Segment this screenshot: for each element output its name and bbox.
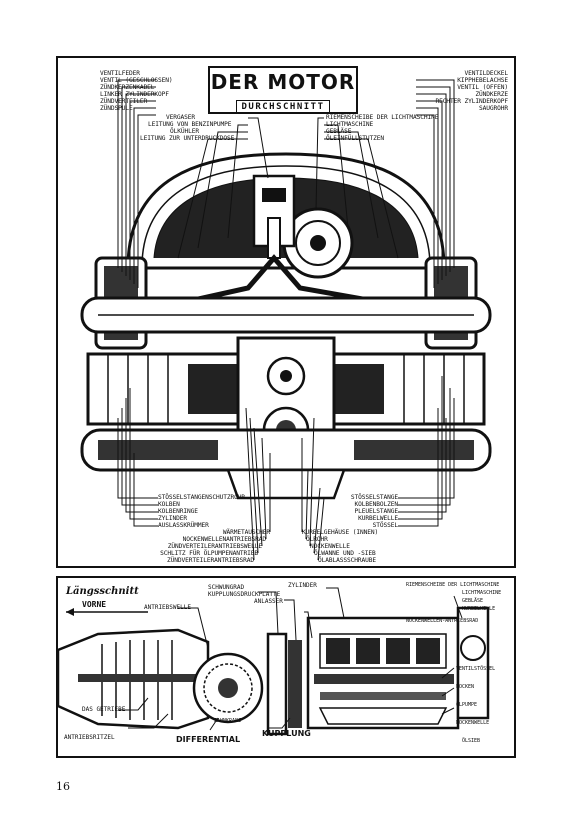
label-zuendkerze: ZÜNDKERZE (475, 91, 508, 98)
label-lichtmaschine: LICHTMASCHINE (326, 121, 374, 128)
label-anlasser: ANLASSER (254, 598, 283, 605)
label-zuendspule: ZÜNDSPULE (100, 105, 133, 112)
label-stoessel: STÖSSEL (372, 522, 398, 529)
label-kolbenbolzen: KOLBENBOLZEN (354, 501, 398, 508)
label-kurbelwelle-long: KURBELWELLE (462, 606, 496, 612)
label-geblaese: GEBLÄSE (326, 128, 352, 135)
label-linker-zylinderkopf: LINKER ZYLINDERKOPF (100, 91, 169, 98)
label-stoesselstangenschutzrohr: STÖSSELSTANGENSCHUTZROHR (158, 494, 246, 501)
label-nockenwellenantriebsrad-long: NOCKENWELLEN-ANTRIEBSRAD (406, 618, 479, 624)
label-saugrohr: SAUGROHR (478, 105, 508, 112)
label-zylinder: ZYLINDER (158, 515, 188, 522)
label-oeleinfuellstutzen: ÖLEINFÜLLSTUTZEN (326, 135, 385, 142)
section-subtitle: VORNE (82, 600, 107, 609)
page-number: 16 (56, 780, 70, 793)
label-kupplungsdruckplatte: KUPPLUNGSDRUCKPLATTE (208, 591, 281, 598)
label-geblaese-long: GEBLÄSE (462, 598, 484, 604)
label-stoesselstange: STÖSSELSTANGE (350, 494, 398, 501)
label-riemenscheibe-long: RIEMENSCHEIBE DER LICHTMASCHINE (406, 582, 500, 588)
diagram-subtitle: DURCHSCHNITT (236, 100, 330, 114)
label-nockenwellenantriebsrad: NOCKENWELLENANTRIEBSRAD (182, 536, 266, 543)
label-zuendverteilerantriebsrad: ZÜNDVERTEILERANTRIEBSRAD (166, 557, 254, 564)
label-kipphebelachse: KIPPHEBELACHSE (457, 77, 508, 84)
label-nockenwelle: NOCKENWELLE (310, 543, 350, 550)
label-ventilstoessel: VENTILSTÖSSEL (456, 666, 496, 672)
label-antriebsritzel: ANTRIEBSRITZEL (64, 734, 115, 741)
label-ventilfeder: VENTILFEDER (100, 70, 140, 77)
label-riemenscheibe-lichtmaschine: RIEMENSCHEIBE DER LICHTMASCHINE (326, 114, 439, 121)
label-kurbelwelle: KURBELWELLE (358, 515, 398, 522)
label-kolben: KOLBEN (158, 501, 180, 508)
label-rechter-zylinderkopf: RECHTER ZYLINDERKOPF (435, 98, 508, 105)
label-nockenwelle-long: NOCKENWELLE (456, 720, 490, 726)
label-kolbenringe: KOLBENRINGE (158, 508, 198, 515)
label-oelpumpe: ÖLPUMPE (456, 702, 478, 708)
label-auslasskruemmer: AUSLASSKRÜMMER (158, 522, 209, 529)
label-oelkuehler: ÖLKÜHLER (170, 128, 200, 135)
label-ventil-offen: VENTIL (OFFEN) (457, 84, 508, 91)
label-oelsieb: ÖLSIEB (462, 738, 481, 744)
label-leitung-zur-unterdruckdose: LEITUNG ZUR UNTERDRUCKDOSE (140, 135, 235, 142)
engine-cross-section-diagram: DER MOTOR DURCHSCHNITT VENTILFEDER VENTI… (56, 56, 516, 568)
label-schlitz-oelpumpenantrieb: SCHLITZ FÜR ÖLPUMPENANTRIEB (160, 550, 258, 557)
diagram-title-box: DER MOTOR DURCHSCHNITT (208, 66, 358, 114)
label-oelrohr: ÖLROHR (306, 536, 328, 543)
label-kupplung: KUPPLUNG (262, 729, 311, 738)
label-vergaser: VERGASER (166, 114, 196, 121)
label-oelablassschraube: ÖLABLASSSCHRAUBE (318, 557, 377, 564)
label-ventildeckel: VENTILDECKEL (464, 70, 508, 77)
label-lichtmaschine-long: LICHTMASCHINE (462, 590, 502, 596)
label-waermetauscher: WÄRMETAUSCHER (222, 529, 270, 536)
label-zuendverteilerantriebswelle: ZÜNDVERTEILERANTRIEBSWELLE (167, 543, 262, 550)
section-title: Längsschnitt (66, 586, 139, 597)
diagram-title: DER MOTOR (210, 70, 356, 94)
label-das-getriebe: DAS GETRIEBE (82, 706, 126, 713)
label-zuendkerzenkabel: ZÜNDKERZENKABEL (100, 84, 155, 91)
label-zylinder-long: ZYLINDER (288, 582, 317, 589)
longitudinal-section-drawing (58, 587, 490, 736)
label-antriebswelle: ANTRIEBSWELLE (144, 604, 191, 611)
longitudinal-section-diagram: Längsschnitt VORNE ANTRIEBSWELLE SCHWUNG… (56, 576, 516, 758)
engine-cross-section-drawing (80, 79, 492, 561)
label-schwungrad: SCHWUNGRAD (208, 584, 245, 591)
label-nocken: NOCKEN (456, 684, 475, 690)
label-kurbelgehaeuse-innen: KURBELGEHÄUSE (INNEN) (302, 529, 379, 536)
label-pleuelstange: PLEUELSTANGE (354, 508, 398, 515)
label-zuendverteiler: ZÜNDVERTEILER (100, 98, 148, 105)
label-differential: DIFFERENTIAL (176, 735, 241, 744)
label-zahnkranz: ZAHNKRANZ (214, 718, 242, 724)
label-oelwanne-sieb: ÖLWANNE UND -SIEB (314, 550, 376, 557)
label-leitung-von-benzinpumpe: LEITUNG VON BENZINPUMPE (148, 121, 232, 128)
label-ventil-geschlossen: VENTIL (GESCHLOSSEN) (100, 77, 173, 84)
